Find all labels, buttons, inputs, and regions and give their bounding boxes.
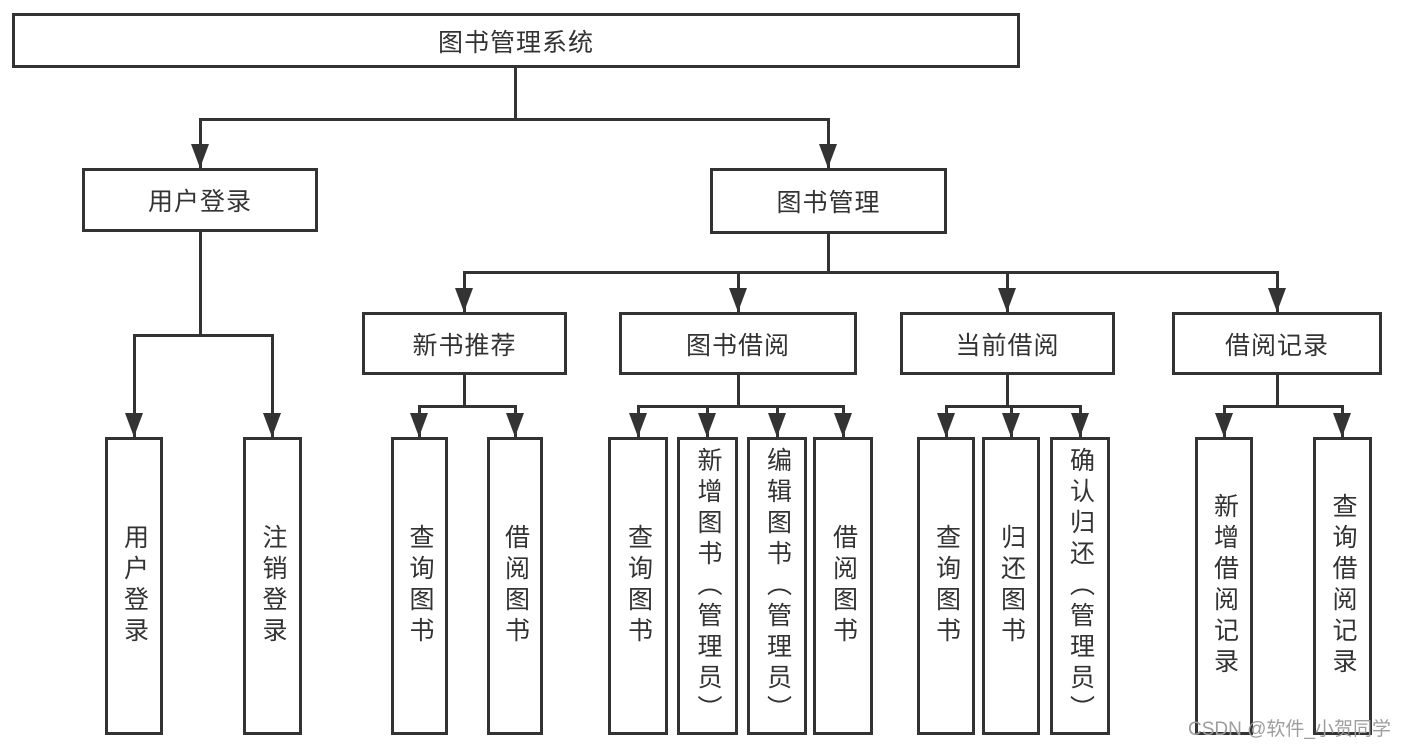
- arrowhead-down-icon: [410, 413, 428, 437]
- csdn-watermark: CSDN @软件_小贺同学: [1188, 719, 1391, 740]
- arrowhead-down-icon: [729, 288, 747, 312]
- node-leaf-query-book-2: 查询图书: [608, 437, 668, 735]
- node-leaf-confirm-return-admin: 确认归还（管理员）: [1050, 437, 1110, 735]
- connector-line: [1276, 375, 1279, 408]
- arrowhead-down-icon: [768, 413, 786, 437]
- node-book-borrow: 图书借阅: [619, 312, 857, 375]
- node-label: 注销登录: [259, 524, 287, 648]
- arrowhead-down-icon: [698, 413, 716, 437]
- node-leaf-user-login: 用户登录: [105, 437, 163, 735]
- connector-line: [945, 405, 1082, 408]
- arrowhead-down-icon: [455, 288, 473, 312]
- node-leaf-logout: 注销登录: [243, 437, 302, 735]
- arrowhead-down-icon: [191, 144, 209, 168]
- connector-line: [1223, 405, 1344, 408]
- arrowhead-down-icon: [1268, 288, 1286, 312]
- arrowhead-down-icon: [1333, 413, 1351, 437]
- node-label: 查询图书: [406, 524, 434, 648]
- arrowhead-down-icon: [263, 413, 281, 437]
- node-leaf-borrow-book-1: 借阅图书: [487, 437, 543, 735]
- arrowhead-down-icon: [1002, 413, 1020, 437]
- node-root-system: 图书管理系统: [12, 13, 1020, 68]
- node-leaf-query-borrow-record: 查询借阅记录: [1313, 437, 1372, 735]
- node-label: 查询图书: [624, 524, 653, 648]
- node-label: 借阅记录: [1224, 331, 1329, 360]
- arrowhead-down-icon: [125, 413, 143, 437]
- node-user-login: 用户登录: [82, 168, 318, 232]
- node-leaf-query-book-1: 查询图书: [391, 437, 448, 735]
- arrowhead-down-icon: [998, 288, 1016, 312]
- connector-line: [463, 375, 466, 408]
- arrowhead-down-icon: [1071, 413, 1089, 437]
- node-label: 用户登录: [120, 524, 149, 648]
- connector-line: [418, 405, 517, 408]
- arrowhead-down-icon: [506, 413, 524, 437]
- connector-line: [199, 118, 202, 168]
- connector-line: [133, 334, 136, 437]
- connector-line: [637, 405, 845, 408]
- node-label: 借阅图书: [501, 524, 530, 648]
- arrowhead-down-icon: [937, 413, 955, 437]
- connector-line: [463, 271, 1279, 274]
- node-leaf-add-book-admin: 新增图书（管理员）: [677, 437, 738, 735]
- node-label: 新书推荐: [412, 331, 517, 360]
- connector-line: [199, 232, 202, 336]
- node-label: 确认归还（管理员）: [1066, 446, 1095, 726]
- connector-line: [271, 334, 274, 437]
- node-label: 图书管理: [776, 189, 881, 217]
- arrowhead-down-icon: [834, 413, 852, 437]
- node-label: 借阅图书: [829, 524, 858, 648]
- connector-line: [199, 118, 830, 121]
- node-leaf-add-borrow-record: 新增借阅记录: [1195, 437, 1253, 735]
- node-label: 新增借阅记录: [1210, 493, 1239, 679]
- connector-line: [133, 334, 274, 337]
- node-label: 查询图书: [932, 524, 961, 648]
- arrowhead-down-icon: [819, 144, 837, 168]
- arrowhead-down-icon: [1215, 413, 1233, 437]
- node-label: 编辑图书（管理员）: [763, 446, 792, 726]
- arrowhead-down-icon: [629, 413, 647, 437]
- node-current-borrow: 当前借阅: [900, 312, 1115, 375]
- node-book-management: 图书管理: [710, 168, 947, 234]
- node-label: 图书管理系统: [437, 28, 594, 57]
- node-borrow-record: 借阅记录: [1172, 312, 1382, 375]
- node-leaf-return-book: 归还图书: [982, 437, 1040, 735]
- node-leaf-query-book-3: 查询图书: [917, 437, 975, 735]
- connector-line: [827, 118, 830, 168]
- connector-line: [1006, 375, 1009, 408]
- node-label: 图书借阅: [685, 331, 790, 360]
- connector-line: [514, 68, 517, 120]
- connector-line: [737, 375, 740, 408]
- node-leaf-edit-book-admin: 编辑图书（管理员）: [747, 437, 807, 735]
- node-new-book-recommend: 新书推荐: [362, 312, 567, 375]
- node-label: 当前借阅: [955, 331, 1060, 360]
- node-label: 归还图书: [997, 524, 1026, 648]
- node-label: 新增图书（管理员）: [694, 446, 722, 726]
- connector-line: [827, 234, 830, 274]
- node-leaf-borrow-book-2: 借阅图书: [813, 437, 873, 735]
- node-label: 查询借阅记录: [1329, 493, 1357, 679]
- node-label: 用户登录: [147, 188, 252, 216]
